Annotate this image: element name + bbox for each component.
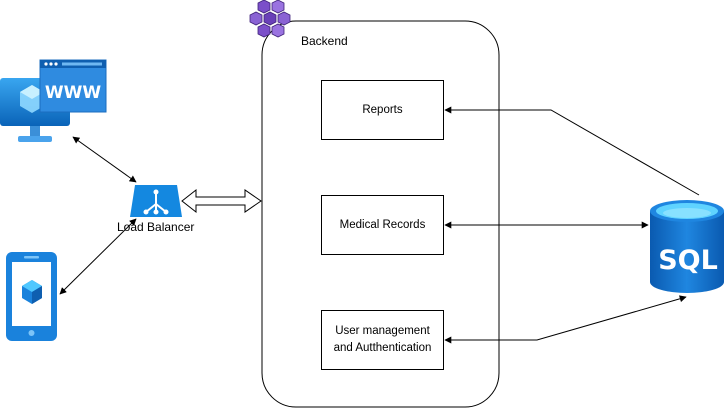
medical-records-label: Medical Records	[339, 218, 426, 231]
user-management-service-box: User management and Autthentication	[321, 310, 444, 370]
medical-records-service-box: Medical Records	[321, 195, 444, 255]
backend-label: Backend	[301, 34, 348, 48]
load-balancer-label: Load Balancer	[117, 220, 195, 234]
connector-mobile-lb	[59, 218, 137, 295]
double-arrow-lb-backend	[181, 188, 262, 214]
connector-sql-reports	[444, 106, 700, 196]
sql-label: SQL	[658, 245, 718, 276]
www-label: WWW	[45, 83, 102, 103]
load-balancer-icon	[130, 185, 182, 217]
reports-label: Reports	[362, 103, 403, 116]
kubernetes-icon	[249, 0, 291, 38]
connector-web-lb	[72, 136, 137, 183]
connector-sql-user-mgmt	[444, 295, 687, 344]
web-client-icon: WWW	[0, 59, 107, 142]
reports-service-box: Reports	[321, 80, 444, 140]
sql-database-icon: SQL	[650, 200, 724, 293]
mobile-client-icon	[6, 252, 57, 341]
user-management-label: User management and Autthentication	[333, 325, 432, 354]
